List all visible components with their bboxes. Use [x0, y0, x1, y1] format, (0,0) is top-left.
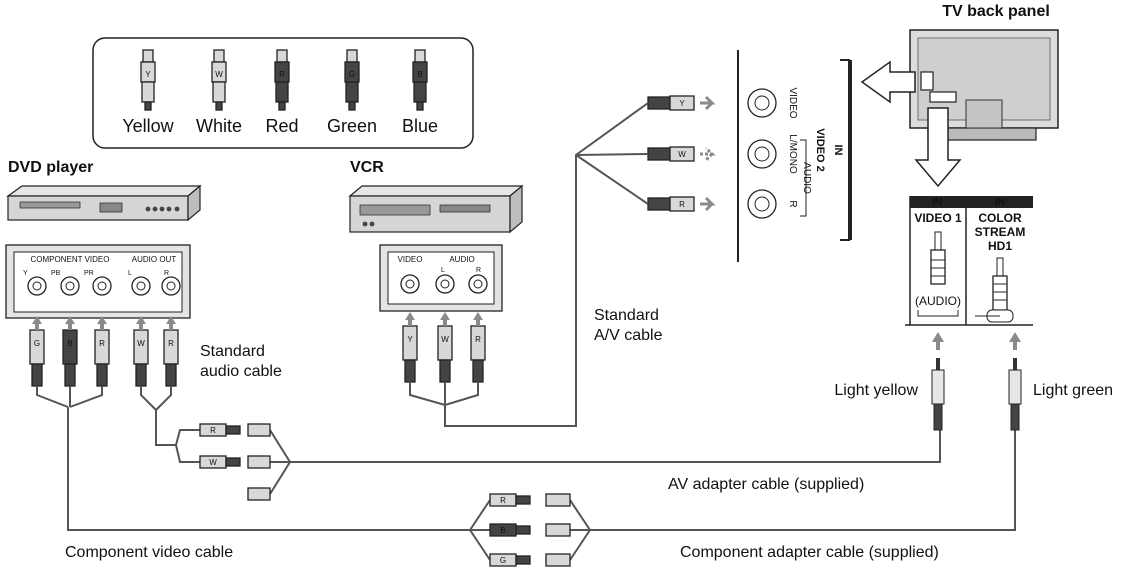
standard-av-cable-line2: A/V cable: [594, 327, 663, 344]
video2-label-video: VIDEO: [787, 87, 798, 118]
legend-plug-red: R: [274, 49, 290, 111]
dvd-component-video-label: COMPONENT VIDEO: [31, 255, 110, 264]
legend-label-green: Green: [327, 116, 377, 136]
panel-in-label-1: IN: [932, 197, 942, 208]
component-video-cable-label: Component video cable: [65, 544, 233, 561]
vcr-jack-label-r: R: [476, 267, 481, 274]
standard-audio-cable-line2: audio cable: [200, 363, 282, 380]
svg-text:G: G: [500, 556, 506, 565]
zoom-arrow-left: [860, 60, 916, 104]
video2-audio-bracket: AUDIO: [801, 162, 812, 194]
svg-text:R: R: [279, 70, 285, 79]
svg-text:Y: Y: [145, 70, 151, 79]
svg-text:W: W: [209, 458, 217, 467]
svg-text:W: W: [215, 70, 223, 79]
panel-colorstream-line3: HD1: [988, 239, 1012, 253]
light-yellow-label: Light yellow: [834, 382, 918, 399]
dvd-component-plugs: G B R: [29, 329, 110, 387]
zoom-arrow-down: [914, 107, 962, 188]
video2-label-r: R: [787, 200, 798, 207]
av-in-plugs: Y W R: [647, 95, 695, 212]
vcr-jack-panel: VIDEO AUDIO L R: [379, 244, 503, 312]
svg-text:W: W: [137, 339, 145, 348]
video2-jacks: [747, 88, 777, 219]
video2-label-lmono: L/MONO: [787, 134, 798, 174]
legend-label-white: White: [196, 116, 242, 136]
svg-text:W: W: [678, 150, 686, 159]
svg-text:R: R: [168, 339, 174, 348]
dvd-audio-out-label: AUDIO OUT: [132, 255, 177, 264]
vcr-audio-label: AUDIO: [449, 255, 474, 264]
component-adapter-connectors: R B G: [489, 493, 571, 567]
panel-audio-label: (AUDIO): [915, 294, 961, 308]
vcr: VCR: [348, 159, 524, 234]
svg-text:B: B: [500, 526, 505, 535]
vcr-video-label: VIDEO: [398, 255, 423, 264]
standard-av-cable-line1: Standard: [594, 307, 659, 324]
panel-colorstream-jack: [986, 257, 1014, 323]
dvd-jack-label-pr: PR: [84, 270, 94, 277]
vcr-jack-label-l: L: [441, 267, 445, 274]
insert-arrows: [32, 95, 1021, 350]
legend-plug-yellow: Y: [140, 49, 156, 111]
panel-colorstream-line2: STREAM: [975, 225, 1026, 239]
video2-panel: VIDEO L/MONO R AUDIO VIDEO 2 IN: [737, 50, 852, 262]
dvd-jack-label-r: R: [164, 270, 169, 277]
tv-back-panel: TV back panel: [909, 3, 1059, 141]
svg-text:Y: Y: [679, 99, 685, 108]
panel-video1-label: VIDEO 1: [914, 211, 962, 225]
dvd-audio-plugs: W R: [133, 329, 179, 387]
vcr-jacks: [400, 274, 488, 294]
svg-text:R: R: [475, 335, 481, 344]
light-green-label: Light green: [1033, 382, 1113, 399]
dvd-player-title: DVD player: [8, 159, 93, 176]
dvd-jack-label-pb: PB: [51, 270, 61, 277]
panel-in-label-2: IN: [995, 197, 1005, 208]
standard-audio-cable-line1: Standard: [200, 343, 265, 360]
svg-text:G: G: [349, 70, 355, 79]
dvd-jack-label-l: L: [128, 270, 132, 277]
svg-text:R: R: [210, 426, 216, 435]
video2-in-label: IN: [832, 145, 844, 156]
svg-text:R: R: [679, 200, 685, 209]
svg-text:B: B: [417, 70, 422, 79]
legend-label-yellow: Yellow: [122, 116, 174, 136]
svg-text:G: G: [34, 339, 40, 348]
dvd-jack-panel: COMPONENT VIDEO AUDIO OUT Y PB PR L R: [5, 244, 191, 319]
cable-labels: Standard audio cable Standard A/V cable …: [65, 307, 1113, 561]
dvd-jacks: [27, 276, 181, 296]
svg-text:Y: Y: [407, 335, 413, 344]
legend-plug-white: W: [211, 49, 227, 111]
vcr-plugs: Y W R: [402, 325, 486, 383]
panel-video1-jack: [930, 231, 946, 285]
legend-plug-green: G: [344, 49, 360, 111]
component-adapter-cable-label: Component adapter cable (supplied): [680, 544, 939, 561]
tv-lower-panel: IN IN VIDEO 1 COLOR STREAM HD1 (AUDIO): [905, 196, 1033, 326]
light-yellow-miniplug: [931, 358, 945, 431]
vcr-title: VCR: [350, 159, 384, 176]
dvd-player: DVD player: [6, 159, 202, 222]
light-green-miniplug: [1008, 358, 1022, 431]
legend-label-red: Red: [265, 116, 298, 136]
legend-plug-blue: B: [412, 49, 428, 111]
dvd-jack-label-y: Y: [23, 270, 28, 277]
svg-text:R: R: [99, 339, 105, 348]
av-adapter-cable-label: AV adapter cable (supplied): [668, 476, 864, 493]
svg-text:W: W: [441, 335, 449, 344]
legend-label-blue: Blue: [402, 116, 438, 136]
av-adapter-connectors: R W: [199, 423, 271, 501]
svg-text:R: R: [500, 496, 506, 505]
video2-title: VIDEO 2: [814, 128, 826, 171]
panel-colorstream-line1: COLOR: [978, 211, 1022, 225]
tv-back-panel-title: TV back panel: [942, 3, 1050, 20]
cable-lines: [36, 102, 1016, 561]
color-legend: Y W R G B: [92, 37, 474, 149]
svg-text:B: B: [67, 339, 72, 348]
